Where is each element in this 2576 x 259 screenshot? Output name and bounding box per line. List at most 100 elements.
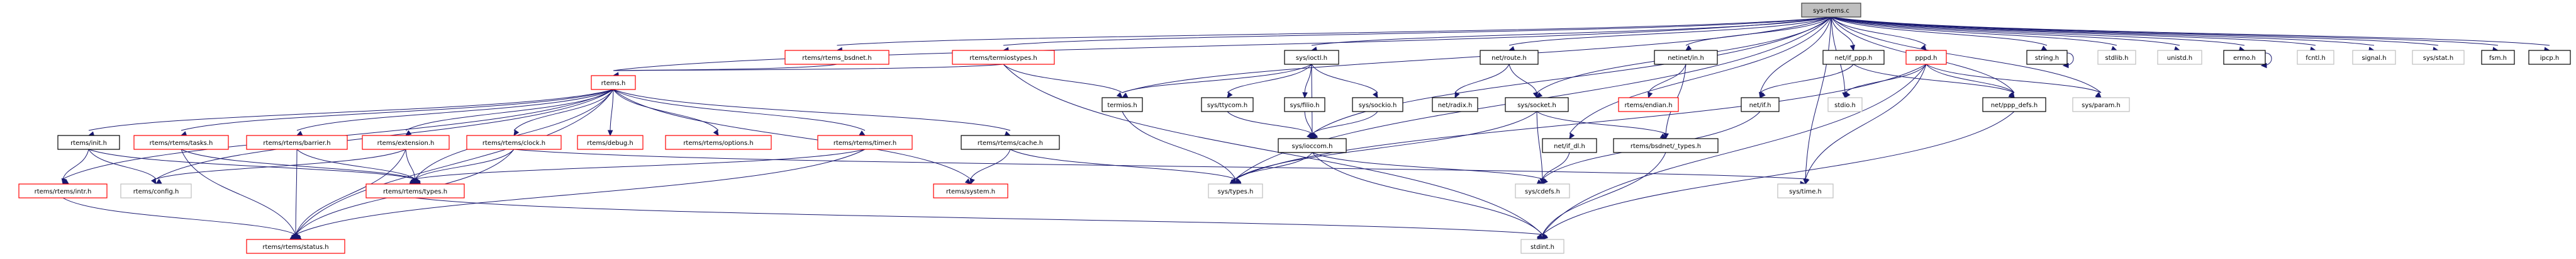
node-label: string.h — [2035, 55, 2059, 62]
edge-pppd-to-stdint — [1542, 64, 1927, 241]
header-node[interactable]: rtems/bsdnet/_types.h — [1613, 138, 1719, 153]
header-node[interactable]: sys/ioctl.h — [1284, 50, 1339, 65]
node-label: stdlib.h — [2105, 55, 2129, 62]
node-box — [2223, 50, 2266, 65]
node-label: rtems/rtems/types.h — [383, 188, 447, 195]
edge-ioctl-to-sockio — [1311, 64, 1378, 99]
edge-rtems-to-clock — [513, 89, 614, 137]
node-box — [817, 135, 913, 150]
header-node[interactable]: net/if.h — [1741, 97, 1780, 112]
header-node[interactable]: errno.h — [2223, 50, 2266, 65]
node-label: stdio.h — [1834, 102, 1856, 109]
header-node[interactable]: sys/socket.h — [1505, 97, 1569, 112]
node-box — [665, 135, 772, 150]
header-node[interactable]: net/ppp_defs.h — [1982, 97, 2046, 112]
header-node[interactable]: rtems/extension.h — [362, 135, 450, 150]
node-label: sys/filio.h — [1290, 102, 1319, 109]
edge-ioctl-to-ttycom — [1227, 64, 1312, 98]
header-node[interactable]: sys/ioccom.h — [1278, 138, 1347, 153]
header-node[interactable]: rtems/rtems_bsdnet.h — [784, 50, 889, 65]
header-node[interactable]: rtems/termiostypes.h — [952, 50, 1055, 65]
header-node[interactable]: netinet/in.h — [1654, 50, 1718, 65]
header-node[interactable]: rtems/rtems/intr.h — [18, 183, 108, 199]
edge-rtems-to-system — [613, 89, 971, 185]
edge-rtems-to-tasks — [180, 89, 614, 137]
node-box — [120, 183, 192, 199]
header-node[interactable]: rtems/endian.h — [1618, 97, 1679, 112]
header-node[interactable]: pppd.h — [1905, 50, 1947, 65]
header-node: sys/types.h — [1208, 183, 1263, 199]
node-box — [362, 135, 450, 150]
node-box — [1208, 183, 1263, 199]
node-label: sys/types.h — [1218, 188, 1254, 195]
edge-netin-to-endian — [1648, 64, 1687, 99]
header-node[interactable]: rtems/init.h — [57, 135, 120, 150]
edge-ifppp-to-pppdefs — [1853, 64, 2016, 98]
node-box — [1101, 97, 1143, 112]
header-node[interactable]: string.h — [2026, 50, 2068, 65]
node-label: rtems/init.h — [70, 140, 107, 147]
node-box — [2528, 50, 2571, 65]
node-label: rtems/rtems/tasks.h — [150, 140, 213, 147]
node-label: rtems/rtems_bsdnet.h — [802, 55, 871, 62]
node-label: rtems/rtems/options.h — [683, 140, 753, 147]
node-label: rtems/rtems/intr.h — [35, 188, 92, 195]
edge-barrier-to-status — [293, 149, 299, 241]
header-node[interactable]: rtems/rtems/types.h — [365, 183, 465, 199]
header-node[interactable]: termios.h — [1101, 97, 1143, 112]
header-node[interactable]: rtems.h — [591, 75, 636, 90]
node-label: fcntl.h — [2306, 55, 2326, 62]
node-label: rtems/rtems/timer.h — [834, 140, 896, 147]
header-node: stdint.h — [1520, 239, 1564, 254]
edge-sockio-to-ioccom — [1312, 111, 1378, 140]
node-box — [952, 50, 1055, 65]
header-node[interactable]: rtems/rtems/options.h — [665, 135, 772, 150]
header-node[interactable]: rtems/rtems/status.h — [246, 239, 345, 254]
header-node[interactable]: sys/sockio.h — [1352, 97, 1403, 112]
edge-pppdefs-to-stdint — [1542, 111, 2015, 240]
header-node[interactable]: fsm.h — [2481, 50, 2515, 65]
header-node[interactable]: ipcp.h — [2528, 50, 2571, 65]
edge-termios-to-systypes — [1122, 111, 1236, 185]
node-box — [1801, 3, 1861, 18]
node-box — [577, 135, 644, 150]
node-box — [1822, 50, 1885, 65]
header-node[interactable]: rtems/system.h — [933, 183, 1008, 199]
header-node[interactable]: net/radix.h — [1432, 97, 1478, 112]
edge-termiostypes-to-rtems — [612, 64, 1004, 78]
edge-ioccom-to-systypes — [1235, 152, 1313, 185]
edge-rtems-to-debug — [607, 89, 614, 137]
node-label: rtems.h — [601, 80, 626, 87]
node-label: errno.h — [2233, 55, 2256, 62]
header-node[interactable]: rtems/rtems/cache.h — [961, 135, 1060, 150]
header-node[interactable]: sys/ttycom.h — [1201, 97, 1254, 112]
header-node[interactable]: rtems/debug.h — [577, 135, 644, 150]
node-box — [1432, 97, 1478, 112]
header-node[interactable]: rtems/rtems/timer.h — [817, 135, 913, 150]
node-box — [591, 75, 636, 90]
node-box — [1542, 138, 1597, 153]
header-node: sys/param.h — [2072, 97, 2130, 112]
edge-rtems-to-init — [87, 89, 614, 137]
header-node: sys/stat.h — [2412, 50, 2465, 65]
node-label: sys/cdefs.h — [1525, 188, 1560, 195]
header-node[interactable]: rtems/rtems/clock.h — [466, 135, 562, 150]
header-node[interactable]: net/if_dl.h — [1542, 138, 1597, 153]
edge-root-to-termios — [1121, 16, 1832, 98]
edge-barrier-to-types — [296, 149, 416, 185]
node-box — [1278, 138, 1347, 153]
edge-pppd-to-stdio — [1844, 64, 1927, 99]
edge-bsdtypes-to-stdint — [1542, 152, 1666, 241]
node-box — [365, 183, 465, 199]
header-node[interactable]: rtems/rtems/barrier.h — [246, 135, 348, 150]
header-node[interactable]: net/if_ppp.h — [1822, 50, 1885, 65]
header-node[interactable]: sys/filio.h — [1284, 97, 1325, 112]
header-node[interactable]: net/route.h — [1480, 50, 1539, 65]
node-box — [133, 135, 229, 150]
header-node[interactable]: rtems/rtems/tasks.h — [133, 135, 229, 150]
edge-termiostypes-to-termios — [1003, 64, 1123, 98]
node-label: rtems/system.h — [946, 188, 995, 195]
edge-extension-to-config — [155, 149, 406, 185]
node-label: net/if_dl.h — [1554, 143, 1585, 150]
edge-rtems-to-barrier — [296, 89, 614, 136]
